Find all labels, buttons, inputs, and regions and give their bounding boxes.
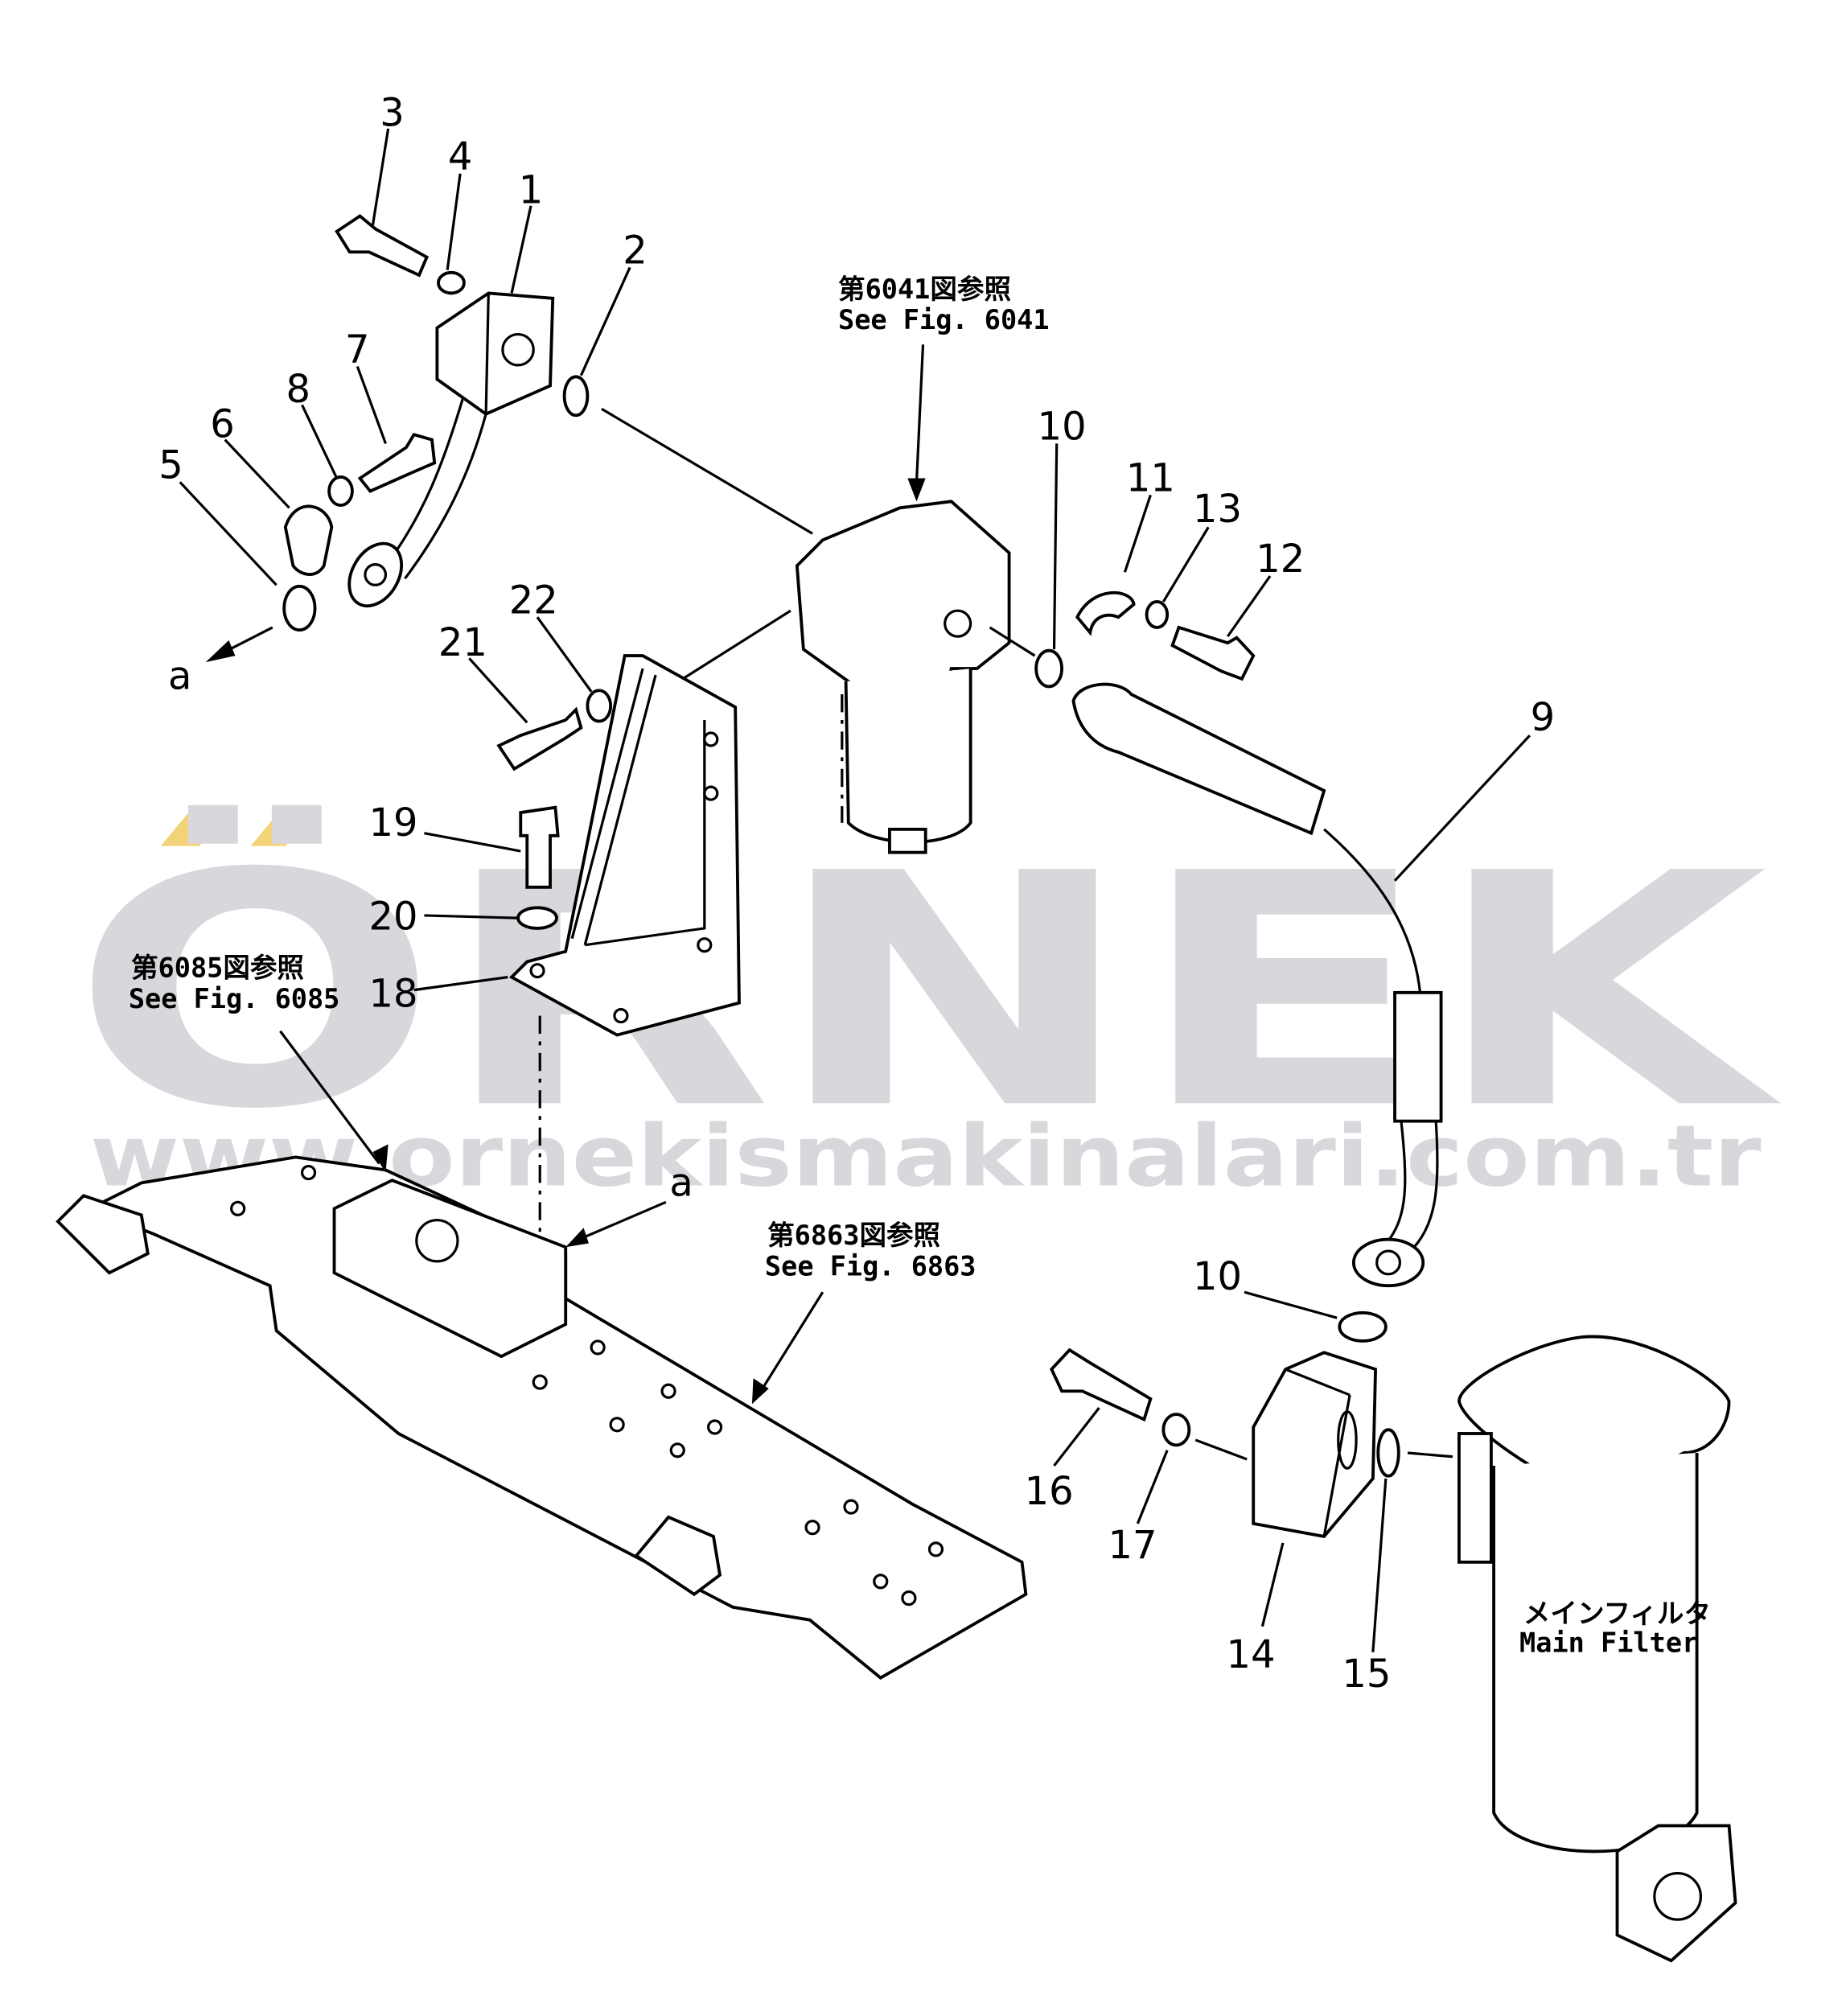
callout-19: 19: [369, 801, 418, 845]
o-ring-10: [1034, 648, 1064, 689]
o-ring-15: [1376, 1428, 1400, 1478]
block-1: [347, 291, 555, 608]
svg-text:See Fig. 6863: See Fig. 6863: [765, 1250, 976, 1282]
callout-8: 8: [286, 368, 310, 412]
frame: [56, 1155, 1028, 1680]
bolt-16: [1050, 1347, 1153, 1422]
view-mark-a: a: [168, 655, 191, 699]
block-14: [1252, 1351, 1378, 1538]
bolt-12: [1170, 625, 1256, 681]
callout-2: 2: [623, 229, 648, 274]
callout-9: 9: [1531, 696, 1556, 740]
callout-22: 22: [509, 578, 558, 623]
bracket-18: [508, 654, 741, 1037]
callout-5: 5: [158, 444, 183, 488]
callout-13: 13: [1193, 488, 1242, 532]
o-ring-10b: [1338, 1310, 1388, 1343]
o-ring-2: [562, 375, 590, 418]
hose-9: [1071, 682, 1443, 1288]
callout-21: 21: [438, 621, 487, 665]
view-mark-a: a: [669, 1161, 693, 1205]
ref-fig-6041: 第6041図参照 See Fig. 6041: [838, 274, 1050, 335]
bolt-7: [357, 432, 437, 493]
callout-12: 12: [1256, 537, 1305, 582]
bolt-19: [519, 805, 560, 889]
o-ring-5: [282, 584, 317, 632]
washer-22: [586, 689, 613, 723]
callout-20: 20: [369, 895, 418, 940]
callout-18: 18: [369, 972, 418, 1016]
washer-13: [1145, 600, 1170, 629]
callout-4: 4: [448, 135, 473, 179]
callout-7: 7: [345, 328, 370, 372]
bolt-21: [496, 706, 583, 771]
svg-text:メインフィルタ: メインフィルタ: [1523, 1598, 1711, 1629]
svg-text:第6863図参照: 第6863図参照: [767, 1220, 940, 1251]
watermark-brand: ÖRNEK: [71, 802, 1784, 1180]
svg-text:See Fig. 6041: See Fig. 6041: [838, 304, 1050, 335]
main-filter: メインフィルタ Main Filter: [1457, 1335, 1737, 1963]
washer-4: [437, 270, 466, 295]
umlaut-mark: [160, 807, 232, 846]
callout-14: 14: [1227, 1633, 1276, 1677]
washer-8: [327, 475, 354, 508]
ref-fig-6863: 第6863図参照 See Fig. 6863: [765, 1220, 976, 1282]
half-clamp-6: [283, 504, 334, 576]
callout-numbers: 1 2 3 4 5 6 7 8 9 10 10 11 12 13 14 15 1…: [158, 92, 1555, 1697]
leader-lines: [179, 128, 1531, 1652]
callout-17: 17: [1108, 1524, 1157, 1568]
washer-17: [1161, 1413, 1191, 1447]
callout-10b: 10: [1193, 1255, 1242, 1299]
ref-fig-6085: 第6085図参照 See Fig. 6085: [129, 952, 340, 1014]
callout-10: 10: [1038, 405, 1087, 450]
watermark: ÖRNEK www.ornekismakinalari.com.tr: [71, 802, 1784, 1206]
callout-16: 16: [1025, 1470, 1074, 1514]
bolt-3: [335, 214, 430, 278]
half-clamp-11: [1075, 590, 1136, 636]
callout-11: 11: [1126, 457, 1175, 501]
callout-15: 15: [1342, 1652, 1391, 1697]
filter-assembly: [795, 500, 1011, 854]
callout-1: 1: [519, 169, 544, 213]
svg-text:第6041図参照: 第6041図参照: [838, 274, 1011, 305]
svg-text:See Fig. 6085: See Fig. 6085: [129, 983, 340, 1014]
callout-6: 6: [210, 402, 235, 446]
svg-text:第6085図参照: 第6085図参照: [131, 952, 304, 984]
washer-20: [516, 906, 558, 930]
umlaut-mark: [250, 807, 319, 846]
svg-text:Main Filter: Main Filter: [1519, 1627, 1698, 1659]
callout-3: 3: [380, 92, 405, 136]
